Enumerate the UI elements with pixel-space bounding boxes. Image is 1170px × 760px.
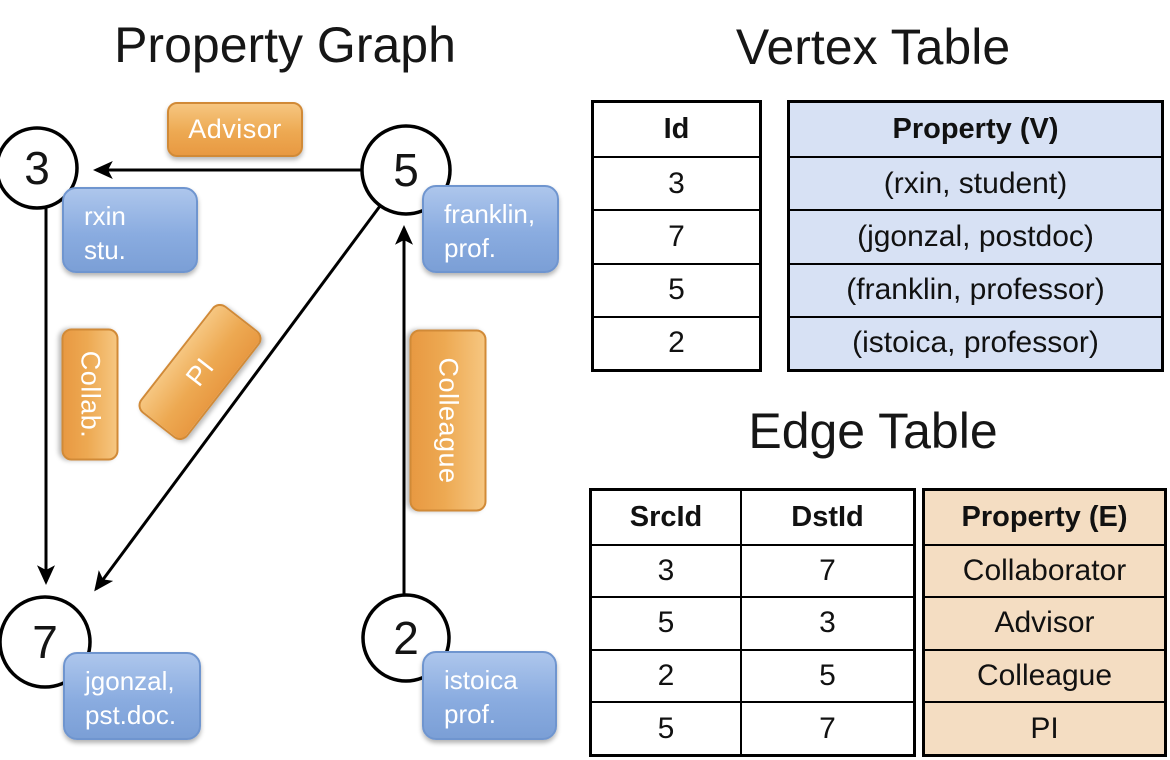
node-property-5-line1: franklin, — [444, 199, 536, 229]
edge-table-dst-cell: 5 — [742, 648, 913, 702]
edge-table-src-cell: 2 — [592, 648, 742, 702]
vertex-table-property-cell: (rxin, student) — [790, 156, 1161, 209]
edge-table-src-cell: 5 — [592, 596, 742, 649]
edge-table-src-header: SrcId — [592, 491, 742, 544]
node-property-2-line1: istoica — [444, 665, 518, 695]
edge-table-dst-cell: 7 — [742, 543, 913, 597]
node-property-3-line2: stu. — [84, 235, 126, 266]
node-property-7-line1: jgonzal, — [85, 666, 175, 696]
edge-pi-5-to-7 — [94, 205, 382, 592]
edge-label-pi-text: PI — [179, 352, 220, 392]
node-id-3: 3 — [24, 142, 50, 194]
node-property-5-line2: prof. — [444, 233, 497, 264]
vertex-table-id-cell: 7 — [594, 209, 759, 262]
vertex-table-id-cell: 2 — [594, 315, 759, 369]
edge-label-advisor: Advisor — [167, 102, 303, 157]
edge-table-property-cell: Advisor — [925, 596, 1164, 649]
vertex-table-id-cell: 5 — [594, 262, 759, 316]
vertex-table-id-column: Id 3 7 5 2 — [591, 100, 762, 372]
edge-table-title: Edge Table — [748, 403, 998, 459]
vertex-table-property-cell: (istoica, professor) — [790, 315, 1161, 369]
vertex-table-id-cell: 3 — [594, 156, 759, 209]
node-property-7-line2: pst.doc. — [85, 700, 177, 731]
vertex-table-property-cell: (jgonzal, postdoc) — [790, 209, 1161, 262]
node-id-2: 2 — [393, 612, 419, 664]
edge-table-dst-header: DstId — [791, 500, 864, 533]
vertex-table-id-header: Id — [663, 113, 690, 146]
vertex-table-title: Vertex Table — [735, 19, 1011, 75]
edge-label-collab: Collab. — [61, 328, 119, 461]
edge-label-advisor-text: Advisor — [188, 114, 282, 144]
edge-label-colleague: Colleague — [409, 329, 487, 512]
edge-table-property-header: Property (E) — [961, 500, 1128, 533]
edge-table-dst-cell: 3 — [742, 596, 913, 649]
edge-table-property-column: Property (E) Collaborator Advisor Collea… — [922, 488, 1167, 757]
node-property-2-line2: prof. — [444, 699, 497, 730]
node-property-box-7: jgonzal, pst.doc. — [63, 652, 201, 740]
edge-table-src-cell: 5 — [592, 701, 742, 754]
node-property-box-3: rxin stu. — [62, 187, 198, 273]
edge-label-collab-text: Collab. — [75, 350, 106, 439]
vertex-table-property-header: Property (V) — [892, 113, 1059, 146]
property-graph-title: Property Graph — [114, 17, 456, 73]
edge-table-property-cell: PI — [925, 701, 1164, 754]
edge-table-property-cell: Collaborator — [925, 543, 1164, 597]
node-id-7: 7 — [32, 616, 58, 668]
node-property-box-2: istoica prof. — [422, 651, 557, 740]
edge-table-property-cell: Colleague — [925, 648, 1164, 702]
edge-table-src-cell: 3 — [592, 543, 742, 597]
node-property-box-5: franklin, prof. — [422, 185, 559, 273]
edge-table-dst-cell: 7 — [742, 701, 913, 754]
vertex-table-property-column: Property (V) (rxin, student) (jgonzal, p… — [787, 100, 1164, 372]
edge-label-colleague-text: Colleague — [433, 357, 464, 484]
node-id-5: 5 — [393, 144, 419, 196]
node-property-3-line1: rxin — [84, 201, 126, 231]
vertex-table-property-cell: (franklin, professor) — [790, 262, 1161, 316]
node-circle-3 — [0, 126, 79, 210]
edge-table-src-dst-columns: SrcId DstId 3 7 5 3 2 5 5 7 — [589, 488, 916, 757]
